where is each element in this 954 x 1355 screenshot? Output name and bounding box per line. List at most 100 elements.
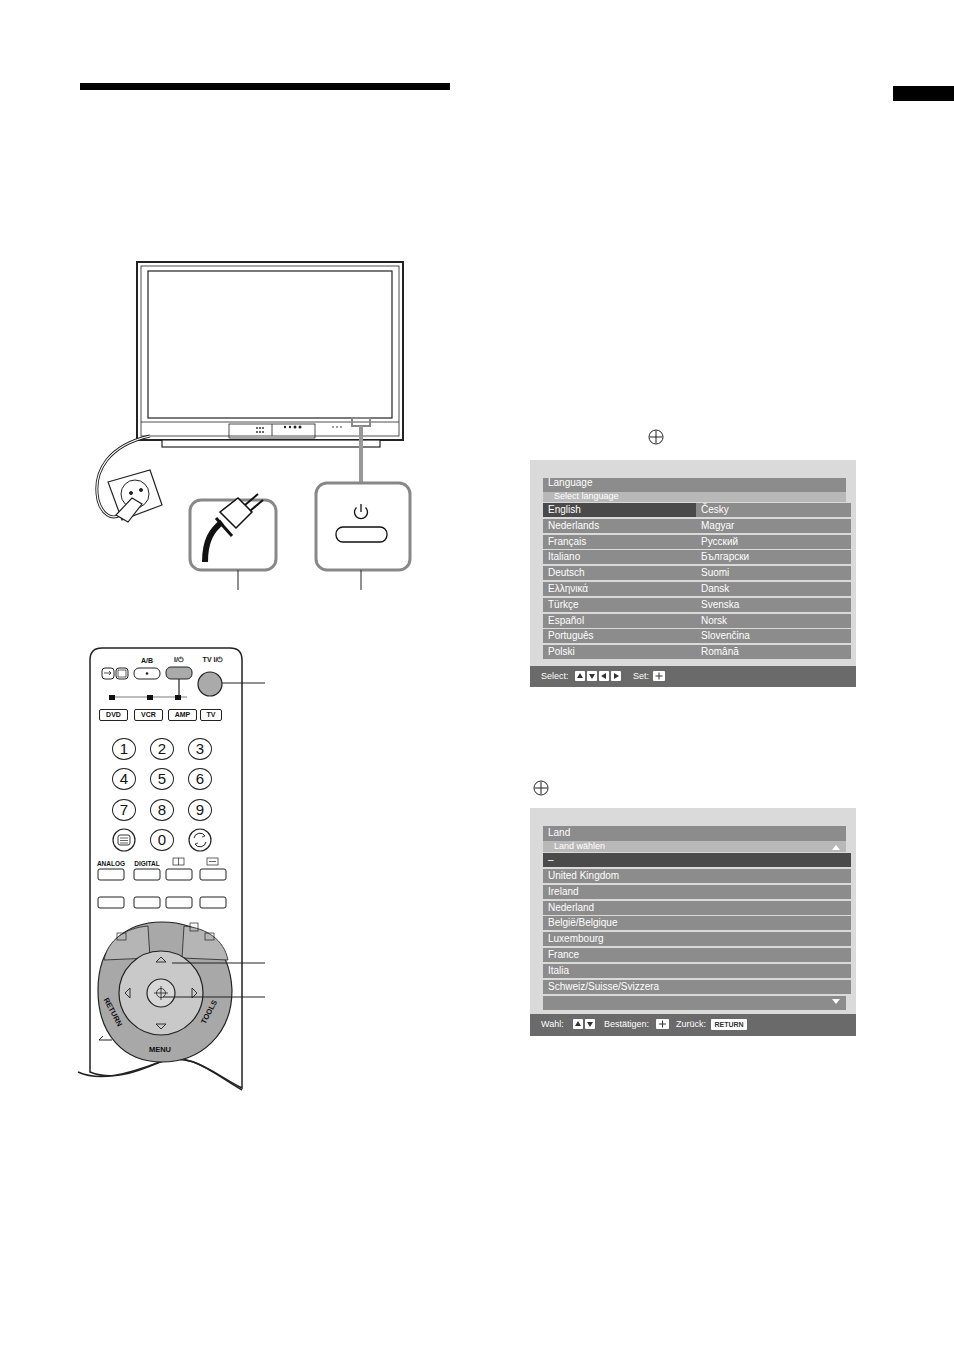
node-text: Set: [633,672,649,681]
menu-item: Norsk [696,614,851,628]
leader-lines [163,683,265,997]
node-text: Select: [541,672,569,681]
menu-item: English [543,503,697,517]
menu-item: Română [696,645,851,659]
digit-button: 7 [112,799,136,821]
node-text: Română [701,645,851,659]
menu-item: Schweiz/Suisse/Svizzera [543,980,851,994]
node-text: – [548,853,851,867]
menu-item: Luxembourg [543,932,851,946]
button-label: A/B [141,657,153,664]
node-text: Italia [548,964,851,978]
node-text: 8 [151,800,173,819]
node-text: Land wählen [554,842,605,851]
digit-button: 4 [112,768,136,790]
node-text: Nederland [548,901,851,915]
node-text: Luxembourg [548,932,851,946]
menu-item: Italia [543,964,851,978]
node-text: DVD [100,710,127,720]
node-text: Italiano [548,550,697,564]
menu-item: Deutsch [543,566,697,580]
node-text: France [548,948,851,962]
tv-illustration [137,262,403,447]
menu-item: Русский [696,535,851,549]
source-button: VCR [134,709,163,721]
menu-item: Nederland [543,901,851,915]
node-text: Land [548,828,570,838]
node-text: Suomi [701,566,851,580]
menu-item: Svenska [696,598,851,612]
node-text: Polski [548,645,697,659]
menu-item: Български [696,550,851,564]
node-text: Ireland [548,885,851,899]
section-tab [893,86,954,101]
menu-item: United Kingdom [543,869,851,883]
node-text: Zurück: [676,1020,706,1029]
node-text: Wahl: [541,1020,564,1029]
node-text: Русский [701,535,851,549]
node-text: VCR [135,710,162,720]
menu-screen: LandLand wählen – United KingdomIrelandNed… [530,808,856,1036]
menu-item: België/Belgique [543,916,851,930]
node-text: Schweiz/Suisse/Svizzera [548,980,851,994]
node-text: Česky [701,503,851,517]
digit-button: 8 [150,799,174,821]
menu-item: Suomi [696,566,851,580]
node-text: Language [548,478,593,488]
source-button: AMP [168,709,197,721]
node-text: Türkçe [548,598,697,612]
power-button-callout [316,483,410,590]
button-label: MENU [149,1045,171,1054]
menu-screen: LanguageSelect languageEnglishNederlands… [530,460,856,687]
node-text: 5 [151,769,173,788]
menu-footer: Wahl:Bestätigen:Zurück:RETURN [530,1014,856,1036]
node-text: 0 [151,830,173,849]
menu-item: Česky [696,503,851,517]
digit-button: 3 [188,738,212,760]
digit-button: 0 [150,829,174,851]
node-text: Dansk [701,582,851,596]
digit-button: 2 [150,738,174,760]
menu-footer: Select: Set: [530,666,856,687]
digit-button: 9 [188,799,212,821]
node-text: Български [701,550,851,564]
digit-button: 6 [188,768,212,790]
menu-item: Español [543,614,697,628]
zoom-link [359,426,363,484]
node-text: Select language [554,492,619,501]
menu-item: Slovenčina [696,629,851,643]
node-text: Norsk [701,614,851,628]
node-text: Deutsch [548,566,697,580]
node-text: Español [548,614,697,628]
node-text: TV [201,710,221,720]
button-label: I/⏻ [174,656,184,664]
node-text: Svenska [701,598,851,612]
menu-item: – [543,853,851,867]
node-text: Português [548,629,697,643]
menu-item: Dansk [696,582,851,596]
node-text: 2 [151,739,173,758]
power-cord [97,436,162,522]
button-label: ANALOG [97,860,125,867]
remote-control [78,648,242,1090]
node-text: Nederlands [548,519,697,533]
node-text: Ελληνικά [548,582,697,596]
node-text: Français [548,535,697,549]
node-text: English [548,503,697,517]
language-screen [530,460,856,687]
node-text: 1 [113,739,135,758]
digit-button: 5 [150,768,174,790]
node-text: 9 [189,800,211,819]
menu-item: Türkçe [543,598,697,612]
plug-callout [190,494,276,590]
heading-rule [80,83,450,90]
button-label: DIGITAL [134,860,160,867]
node-text: RETURN [711,1019,747,1030]
menu-item: Português [543,629,697,643]
digit-button: 1 [112,738,136,760]
menu-item: Ireland [543,885,851,899]
return-key-icon: RETURN [711,1019,747,1030]
menu-item: Italiano [543,550,697,564]
source-button: DVD [99,709,128,721]
